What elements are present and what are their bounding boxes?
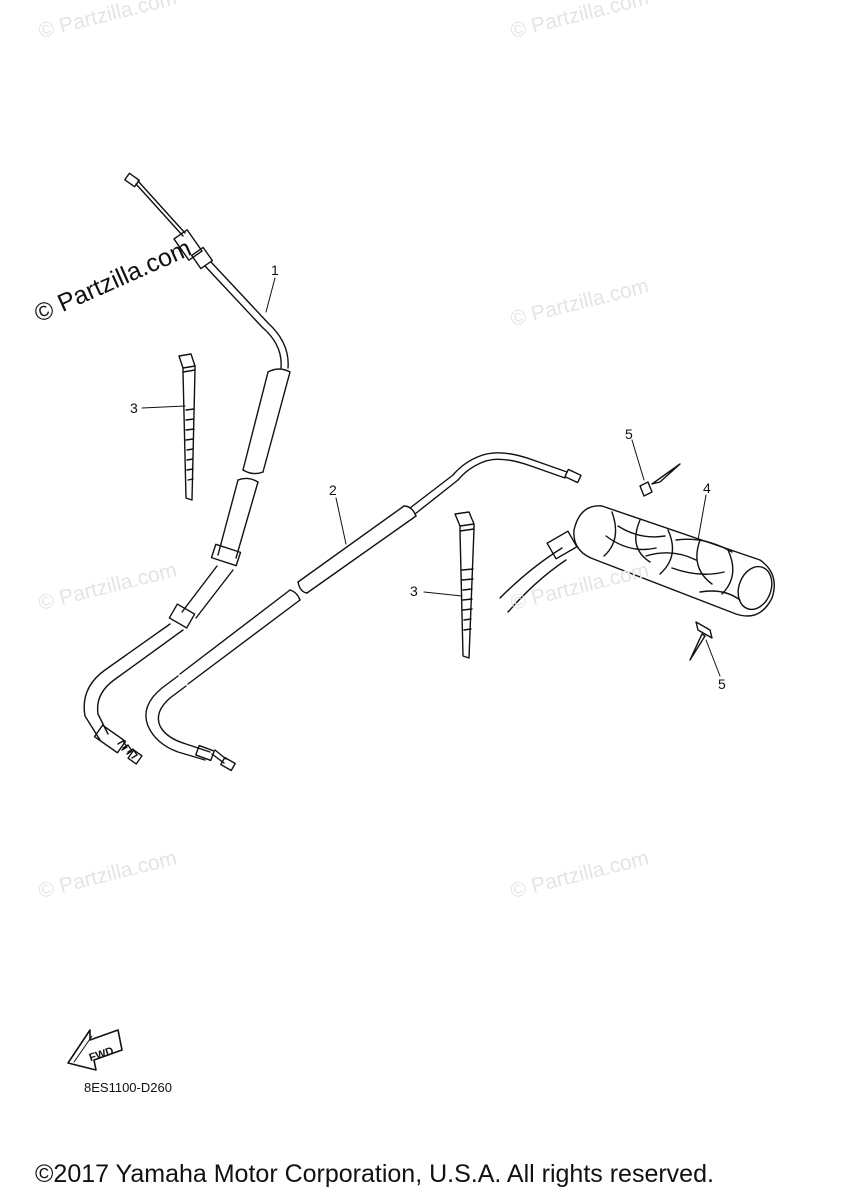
callout-1: 1 [271,262,279,278]
pin-upper [639,463,681,497]
pin-lower [689,621,713,661]
cable-part-1 [83,172,291,765]
reference-code: 8ES1100-D260 [84,1080,172,1095]
grip-part-4 [499,505,775,617]
callout-5-upper: 5 [625,426,633,442]
callout-4: 4 [703,480,711,496]
fwd-arrow-icon [67,1029,123,1071]
cable-tie-left [178,353,196,501]
callout-3-left: 3 [130,400,138,416]
copyright-notice: ©2017 Yamaha Motor Corporation, U.S.A. A… [35,1160,714,1188]
callout-2: 2 [329,482,337,498]
callout-3-right: 3 [410,583,418,599]
cable-part-2 [145,452,582,772]
fwd-label: FWD [88,1045,116,1064]
cable-tie-right [454,511,475,659]
callout-5-lower: 5 [718,676,726,692]
